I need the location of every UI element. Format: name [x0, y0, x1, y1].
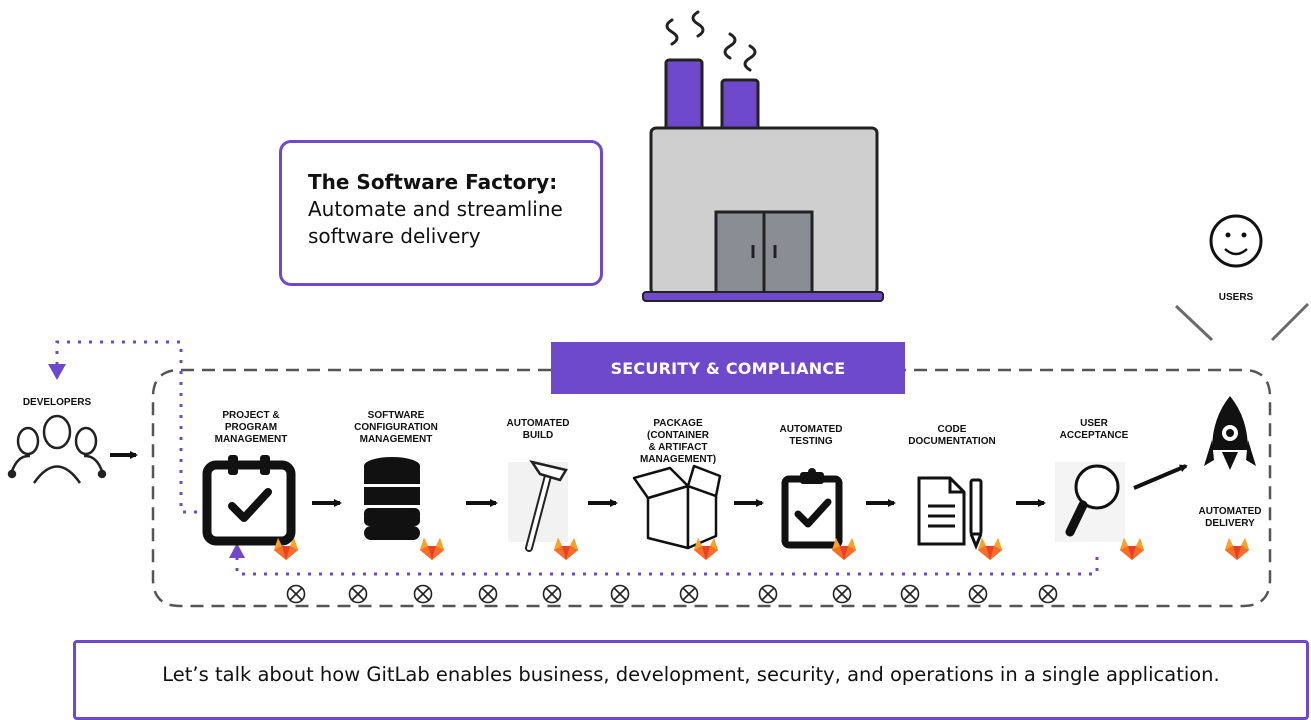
circle-x-icon — [348, 584, 368, 604]
feedback-loop-top — [55, 340, 205, 514]
circle-x-icon — [610, 584, 630, 604]
circle-x-icon — [832, 584, 852, 604]
users-label: USERS — [1218, 292, 1254, 303]
circle-x-icon — [1038, 584, 1058, 604]
factory-icon — [642, 10, 884, 302]
circle-x-icon — [286, 584, 306, 604]
clipboard-check-icon — [781, 468, 843, 549]
gitlab-logo-icon — [978, 538, 1002, 560]
rocket-icon — [1204, 396, 1256, 470]
gitlab-logo-icon — [1120, 538, 1144, 560]
stage-label-code-documentation: CODE DOCUMENTATION — [908, 424, 996, 447]
stage-label-package: PACKAGE (CONTAINER & ARTIFACT MANAGEMENT… — [639, 418, 717, 465]
title-subtitle: Automate and streamline software deliver… — [308, 197, 563, 248]
hammer-icon — [508, 460, 568, 552]
circle-x-icon — [900, 584, 920, 604]
circle-x-icon — [679, 584, 699, 604]
stage-label-automated-testing: AUTOMATED TESTING — [779, 424, 843, 447]
developers-label: DEVELOPERS — [22, 397, 92, 408]
document-pencil-icon — [917, 476, 983, 550]
title-heading: The Software Factory: — [308, 170, 558, 194]
footer-text: Let’s talk about how GitLab enables busi… — [162, 663, 1220, 686]
circle-x-icon — [758, 584, 778, 604]
arrow-7 — [1133, 464, 1188, 490]
users-line-right — [1270, 302, 1310, 342]
security-compliance-banner: SECURITY & COMPLIANCE — [551, 342, 905, 394]
footer-callout: Let’s talk about how GitLab enables busi… — [73, 640, 1309, 720]
stage-label-user-acceptance: USER ACCEPTANCE — [1059, 418, 1129, 441]
developers-icon — [7, 414, 107, 484]
calendar-check-icon — [202, 455, 296, 546]
gitlab-logo-icon — [1225, 538, 1249, 560]
users-line-left — [1174, 304, 1214, 342]
gitlab-logo-icon — [420, 538, 444, 560]
circle-x-icon — [413, 584, 433, 604]
feedback-arrow-up — [229, 543, 245, 558]
pipeline-boundary — [151, 368, 1272, 608]
magnifier-icon — [1055, 462, 1125, 542]
database-icon — [364, 457, 420, 540]
stage-label-automated-delivery: AUTOMATED DELIVERY — [1198, 506, 1262, 529]
stage-label-automated-build: AUTOMATED BUILD — [506, 418, 570, 441]
feedback-arrow-down — [48, 364, 66, 380]
circle-x-icon — [542, 584, 562, 604]
feedback-loop-bottom — [235, 554, 1099, 576]
stage-label-configuration-management: SOFTWARE CONFIGURATION MANAGEMENT — [354, 410, 438, 445]
circle-x-icon — [478, 584, 498, 604]
stage-label-project-management: PROJECT & PROGRAM MANAGEMENT — [214, 410, 288, 445]
pipeline-arrows — [110, 451, 1188, 507]
gitlab-logo-icon — [832, 538, 856, 560]
circle-x-icon — [968, 584, 988, 604]
title-box: The Software Factory: Automate and strea… — [279, 140, 603, 286]
open-box-icon — [632, 464, 722, 550]
smiley-icon — [1209, 214, 1263, 268]
